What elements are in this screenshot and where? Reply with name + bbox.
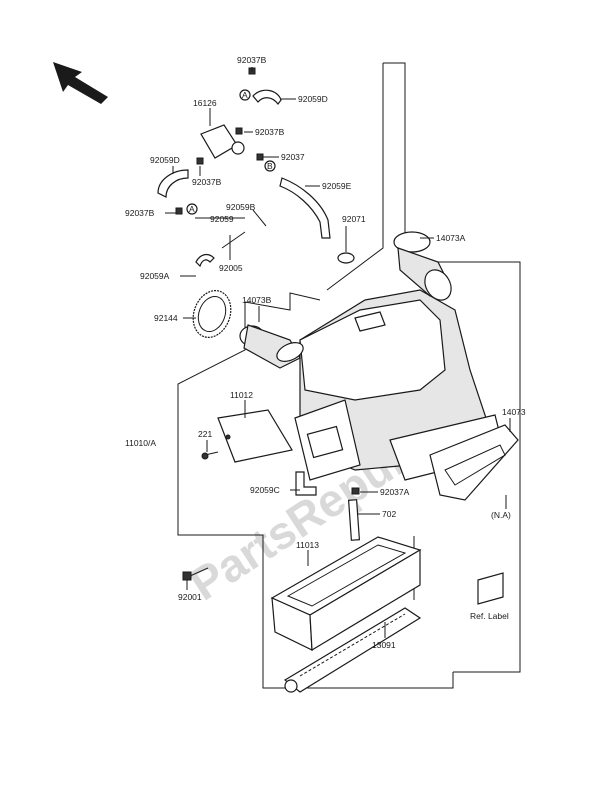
callout-221: 221 — [198, 429, 212, 439]
hose-92059D-lower — [157, 169, 189, 198]
holder-13091-slots — [299, 613, 406, 677]
housing-inner-window — [306, 425, 344, 459]
part-92144-gasket-inner — [197, 296, 227, 332]
callout-11010A: 11010/A — [125, 438, 156, 448]
callout-14073: 14073 — [502, 407, 526, 417]
callout-11013: 11013 — [296, 540, 319, 550]
callout-marker-b-1: B — [267, 161, 273, 171]
hose-92059D-upper — [252, 89, 282, 105]
leader-lines — [165, 67, 511, 638]
cover-14073-inner — [444, 444, 506, 486]
part-92059C-elbow — [295, 471, 317, 496]
plate-11012-hole — [225, 434, 231, 440]
callout-92037A: 92037A — [380, 487, 410, 497]
callout-92037B-b: 92037B — [255, 127, 285, 137]
frame-line-top-left — [244, 292, 321, 311]
callout-92071: 92071 — [342, 214, 366, 224]
duct-14073B-flange — [276, 342, 304, 362]
plate-11012-shape — [217, 409, 293, 463]
part-702-pipe — [347, 499, 361, 541]
element-11013-inner — [286, 544, 407, 607]
ref-label-box — [477, 572, 504, 605]
valve-16126 — [200, 124, 238, 159]
callout-92037: 92037 — [281, 152, 305, 162]
part-14073-cover — [429, 424, 519, 501]
part-92144-gasket — [192, 290, 232, 338]
callout-92059A: 92059A — [140, 271, 170, 281]
hose-92059E — [279, 177, 331, 239]
part-11012-plate — [217, 409, 293, 463]
clamp-92037B-c — [196, 157, 204, 165]
duct-14073A-flange — [424, 269, 452, 301]
element-11013-side — [309, 548, 421, 652]
part-14073A-duct — [393, 231, 452, 301]
callout-marker-a-2: A — [189, 204, 195, 214]
holder-13091-end — [284, 679, 298, 693]
marker-b-1-circle — [264, 160, 276, 172]
arrow-head-icon — [53, 62, 108, 104]
front-direction-arrow-icon — [53, 62, 108, 104]
housing-top — [299, 299, 446, 401]
callout-NA: (N.A) — [491, 510, 511, 520]
callout-14073B: 14073B — [242, 295, 272, 305]
marker-a-1-circle — [239, 89, 251, 101]
hose-92059B — [252, 209, 267, 227]
callout-92037B-c: 92037B — [192, 177, 222, 187]
hose-assembly — [157, 67, 331, 268]
callout-92059C: 92059C — [250, 485, 280, 495]
callout-92001: 92001 — [178, 592, 202, 602]
callout-92037B-a: 92037B — [237, 55, 267, 65]
bolt-92001-shank — [189, 567, 209, 577]
callout-14073A: 14073A — [436, 233, 466, 243]
callout-92059B: 92059B — [226, 202, 256, 212]
part-92037A-clamp — [351, 487, 360, 495]
frame-line-bottom — [208, 534, 454, 689]
screw-221-head — [201, 452, 209, 460]
part-14073B-duct — [239, 324, 304, 369]
housing-top-tab — [354, 311, 386, 332]
callout-92005: 92005 — [219, 263, 243, 273]
duct-14073A-end — [393, 231, 431, 253]
clamp-92037B-b — [235, 127, 243, 135]
callout-92059D-a: 92059D — [298, 94, 328, 104]
part-92071-grommet — [337, 252, 355, 264]
marker-a-2-circle — [186, 203, 198, 215]
pipe-92005 — [221, 231, 246, 249]
callout-marker-a-1: A — [242, 90, 248, 100]
callout-702: 702 — [382, 509, 396, 519]
part-11013-element — [270, 536, 422, 652]
clamp-92037 — [256, 153, 264, 161]
callout-labels: 92037B 92059D 16126 A 92037B 92037 B 920… — [125, 55, 526, 650]
clamp-92037B-d — [175, 207, 183, 215]
part-13091-holder — [283, 607, 422, 693]
valve-16126-port — [231, 141, 245, 155]
frame-line-upper — [326, 63, 384, 291]
callout-13091: 13091 — [372, 640, 396, 650]
callout-11012: 11012 — [230, 390, 253, 400]
bolt-92001-head — [182, 571, 192, 581]
callout-92059: 92059 — [210, 214, 234, 224]
callout-92037B-d: 92037B — [125, 208, 155, 218]
hose-92059A — [195, 253, 215, 268]
callout-16126: 16126 — [193, 98, 217, 108]
frame-line-right — [383, 62, 521, 673]
part-221-screw — [201, 451, 219, 460]
callout-92144: 92144 — [154, 313, 178, 323]
callout-92059D-b: 92059D — [150, 155, 180, 165]
air-cleaner-housing — [294, 289, 506, 481]
callout-92059E: 92059E — [322, 181, 352, 191]
callout-ref-label: Ref. Label — [470, 611, 509, 621]
